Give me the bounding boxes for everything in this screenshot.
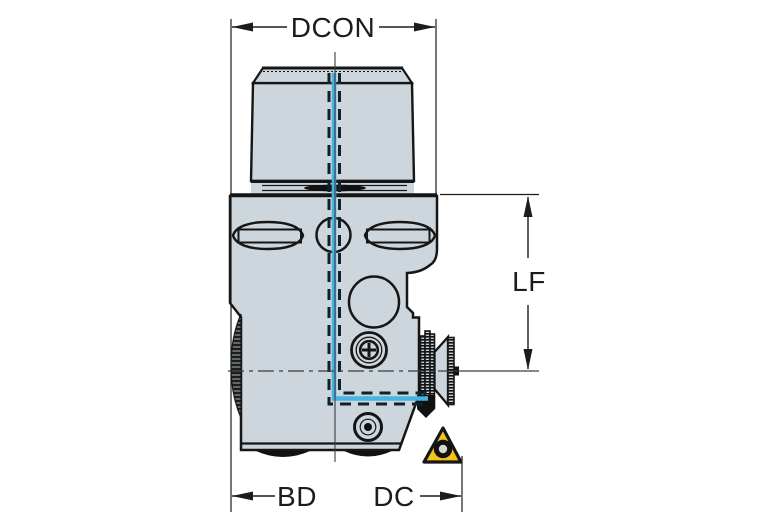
coolant-dashed-rail-outer (327, 73, 428, 406)
label-bd: BD (277, 481, 317, 512)
bottom-arc-right (344, 451, 392, 457)
clamp-screw (350, 331, 388, 369)
cutting-insert-icon (422, 426, 463, 464)
dimension-bd: BD (232, 481, 317, 512)
clamp-hub (417, 330, 459, 418)
bottom-arc-left (256, 451, 310, 457)
arrowhead-up (523, 196, 533, 217)
dimension-lf: LF (440, 193, 546, 370)
set-screw (353, 412, 383, 442)
arrowhead-bd (232, 491, 253, 501)
coolant-dashed-rail-inner (338, 73, 428, 395)
arrowhead-dc (440, 491, 461, 501)
round-pocket (347, 275, 401, 329)
arrowhead-right (414, 22, 435, 32)
dimension-dc: DC (373, 456, 463, 512)
slot-left (231, 220, 305, 251)
label-dc: DC (373, 481, 414, 512)
knurled-ring-edge (230, 313, 242, 419)
label-lf: LF (512, 266, 546, 297)
slot-right (363, 220, 437, 251)
arrowhead-down (523, 349, 533, 370)
arrowhead-left (232, 22, 253, 32)
dimension-dcon: DCON (230, 12, 437, 512)
centerlines (228, 52, 539, 462)
label-dcon: DCON (291, 12, 375, 43)
coolant-channel (327, 73, 428, 406)
coolant-highlight-line (331, 73, 428, 401)
insert-hole-center (438, 444, 448, 454)
